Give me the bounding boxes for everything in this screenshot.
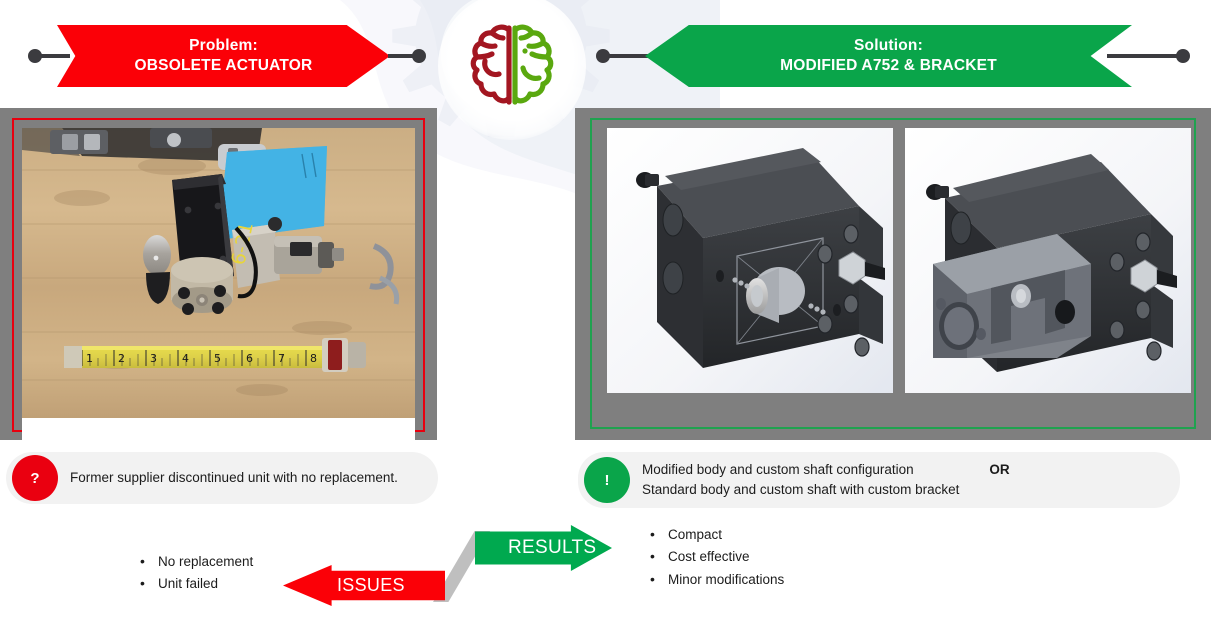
- panel-problem-image-frame: 6-21: [0, 108, 437, 528]
- brain-left-hemisphere: [470, 24, 512, 105]
- connector-bar: [606, 54, 652, 58]
- svg-text:4: 4: [182, 352, 189, 365]
- issues-bullet-list: No replacement Unit failed: [140, 551, 330, 597]
- svg-text:8: 8: [310, 352, 317, 365]
- cad-render-modified-body: [607, 128, 893, 393]
- results-arrow[interactable]: RESULTS: [475, 525, 612, 571]
- list-item: Compact: [650, 524, 880, 545]
- connector-dot: [596, 49, 610, 63]
- question-mark-badge-icon: ?: [12, 455, 58, 501]
- brain-icon: [470, 24, 554, 105]
- connector-dot: [1176, 49, 1190, 63]
- cad-render-custom-bracket: [905, 128, 1191, 393]
- callout-solution-body: Modified body and custom shaft configura…: [642, 460, 1010, 499]
- banner-problem-line2: OBSOLETE ACTUATOR: [134, 57, 313, 74]
- banner-row: Problem: OBSOLETE ACTUATOR: [0, 0, 1211, 140]
- connector-right-solution: [1107, 49, 1190, 63]
- callout-solution: ! Modified body and custom shaft configu…: [578, 452, 1180, 508]
- banner-solution-line1: Solution:: [854, 37, 923, 55]
- connector-dot: [28, 49, 42, 63]
- banner-problem[interactable]: Problem: OBSOLETE ACTUATOR: [57, 25, 390, 87]
- brain-logo: [438, 0, 586, 140]
- callout-problem-text: Former supplier discontinued unit with n…: [70, 470, 398, 486]
- svg-text:5: 5: [214, 352, 221, 365]
- issues-arrow-label: ISSUES: [337, 575, 405, 595]
- connector-problem-to-logo: [388, 49, 426, 63]
- results-arrow-label: RESULTS: [508, 537, 597, 558]
- connector-dot: [412, 49, 426, 63]
- svg-text:1: 1: [86, 352, 93, 365]
- callout-problem: ? Former supplier discontinued unit with…: [6, 452, 438, 504]
- brain-right-hemisphere: [512, 24, 554, 105]
- results-bullet-list: Compact Cost effective Minor modificatio…: [650, 524, 880, 592]
- panel-solution-accent-border: [590, 118, 1196, 429]
- list-item: Minor modifications: [650, 568, 880, 589]
- banner-problem-line1: Problem:: [189, 37, 258, 55]
- callout-solution-or-label: OR: [989, 462, 1010, 478]
- cad-modified-body-custom-shaft: [607, 128, 893, 393]
- callout-solution-line1: Modified body and custom shaft configura…: [642, 462, 914, 478]
- exclamation-badge-icon: !: [584, 457, 630, 503]
- cad-standard-body-custom-bracket: [905, 128, 1191, 393]
- photo-obsolete-actuator-render: 6-21: [22, 128, 415, 418]
- callout-solution-line2: Standard body and custom shaft with cust…: [642, 482, 960, 497]
- svg-text:2: 2: [118, 352, 125, 365]
- list-item: Cost effective: [650, 546, 880, 567]
- panel-solution-image-frame: [575, 108, 1211, 440]
- connector-left-problem: [28, 49, 70, 63]
- callout-solution-lines: Modified body and custom shaft configura…: [642, 460, 959, 499]
- connector-logo-to-solution: [596, 49, 652, 63]
- svg-text:6: 6: [246, 352, 253, 365]
- banner-solution[interactable]: Solution: MODIFIED A752 & BRACKET: [645, 25, 1132, 87]
- connector-bar: [388, 54, 418, 58]
- list-item: Unit failed: [140, 573, 330, 594]
- list-item: No replacement: [140, 551, 330, 572]
- svg-text:7: 7: [278, 352, 285, 365]
- banner-solution-line2: MODIFIED A752 & BRACKET: [780, 57, 997, 74]
- connector-bar: [38, 54, 70, 58]
- connector-bar: [1107, 54, 1181, 58]
- svg-text:3: 3: [150, 352, 157, 365]
